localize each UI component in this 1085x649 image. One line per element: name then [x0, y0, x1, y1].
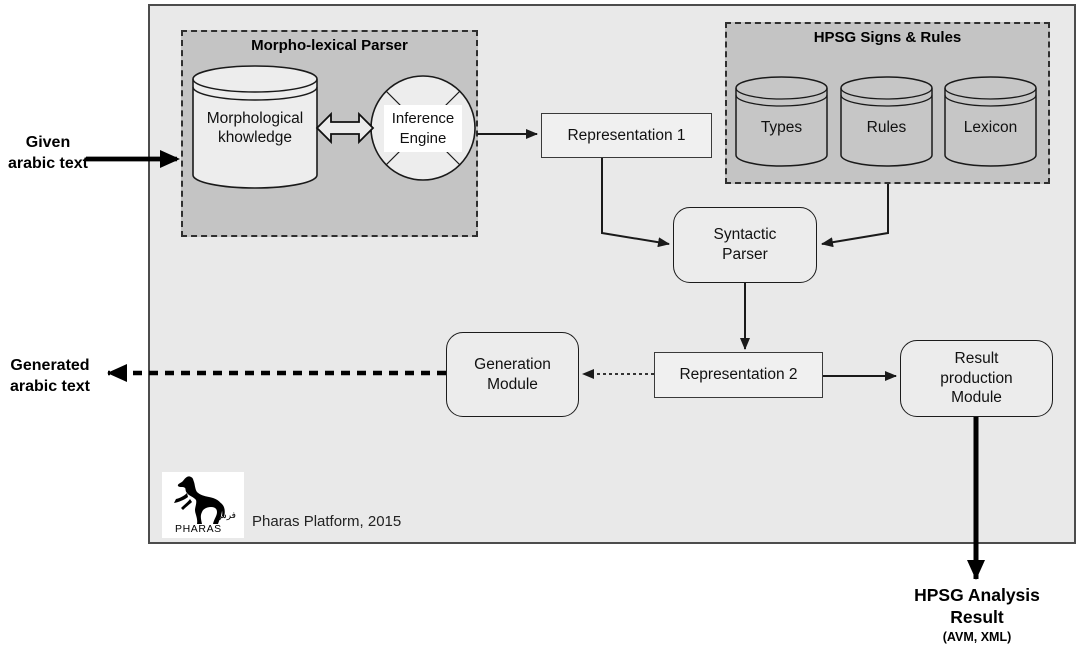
- pharas-logo: فرس PHARAS: [162, 472, 244, 538]
- morpho-group-title: Morpho-lexical Parser: [251, 37, 408, 54]
- logo-wordmark: PHARAS: [175, 523, 222, 535]
- result-production-module-node: Result production Module: [900, 340, 1053, 417]
- hpsg-signs-rules-group: HPSG Signs & Rules: [725, 22, 1050, 184]
- platform-caption: Pharas Platform, 2015: [252, 513, 402, 530]
- syntactic-parser-node: Syntactic Parser: [673, 207, 817, 283]
- given-arabic-text-label: Given arabic text: [7, 134, 89, 172]
- hpsg-analysis-result-label: HPSG Analysis Result: [914, 585, 1040, 627]
- representation1-node: Representation 1: [541, 113, 712, 158]
- types-db-label: Types: [760, 119, 803, 136]
- logo-arabic-text: فرس: [215, 510, 236, 520]
- generated-arabic-text-label: Generated arabic text: [9, 357, 91, 395]
- generation-module-node: Generation Module: [446, 332, 579, 417]
- lexicon-db-label: Lexicon: [963, 119, 1018, 136]
- result-formats-label: (AVM, XML): [942, 630, 1012, 644]
- representation2-node: Representation 2: [654, 352, 823, 398]
- rules-db-label: Rules: [866, 119, 907, 136]
- horse-icon: [174, 476, 225, 524]
- morphological-knowledge-label: Morphological khowledge: [206, 110, 304, 146]
- inference-engine-label: Inference Engine: [384, 105, 462, 152]
- hpsg-group-title: HPSG Signs & Rules: [813, 29, 962, 46]
